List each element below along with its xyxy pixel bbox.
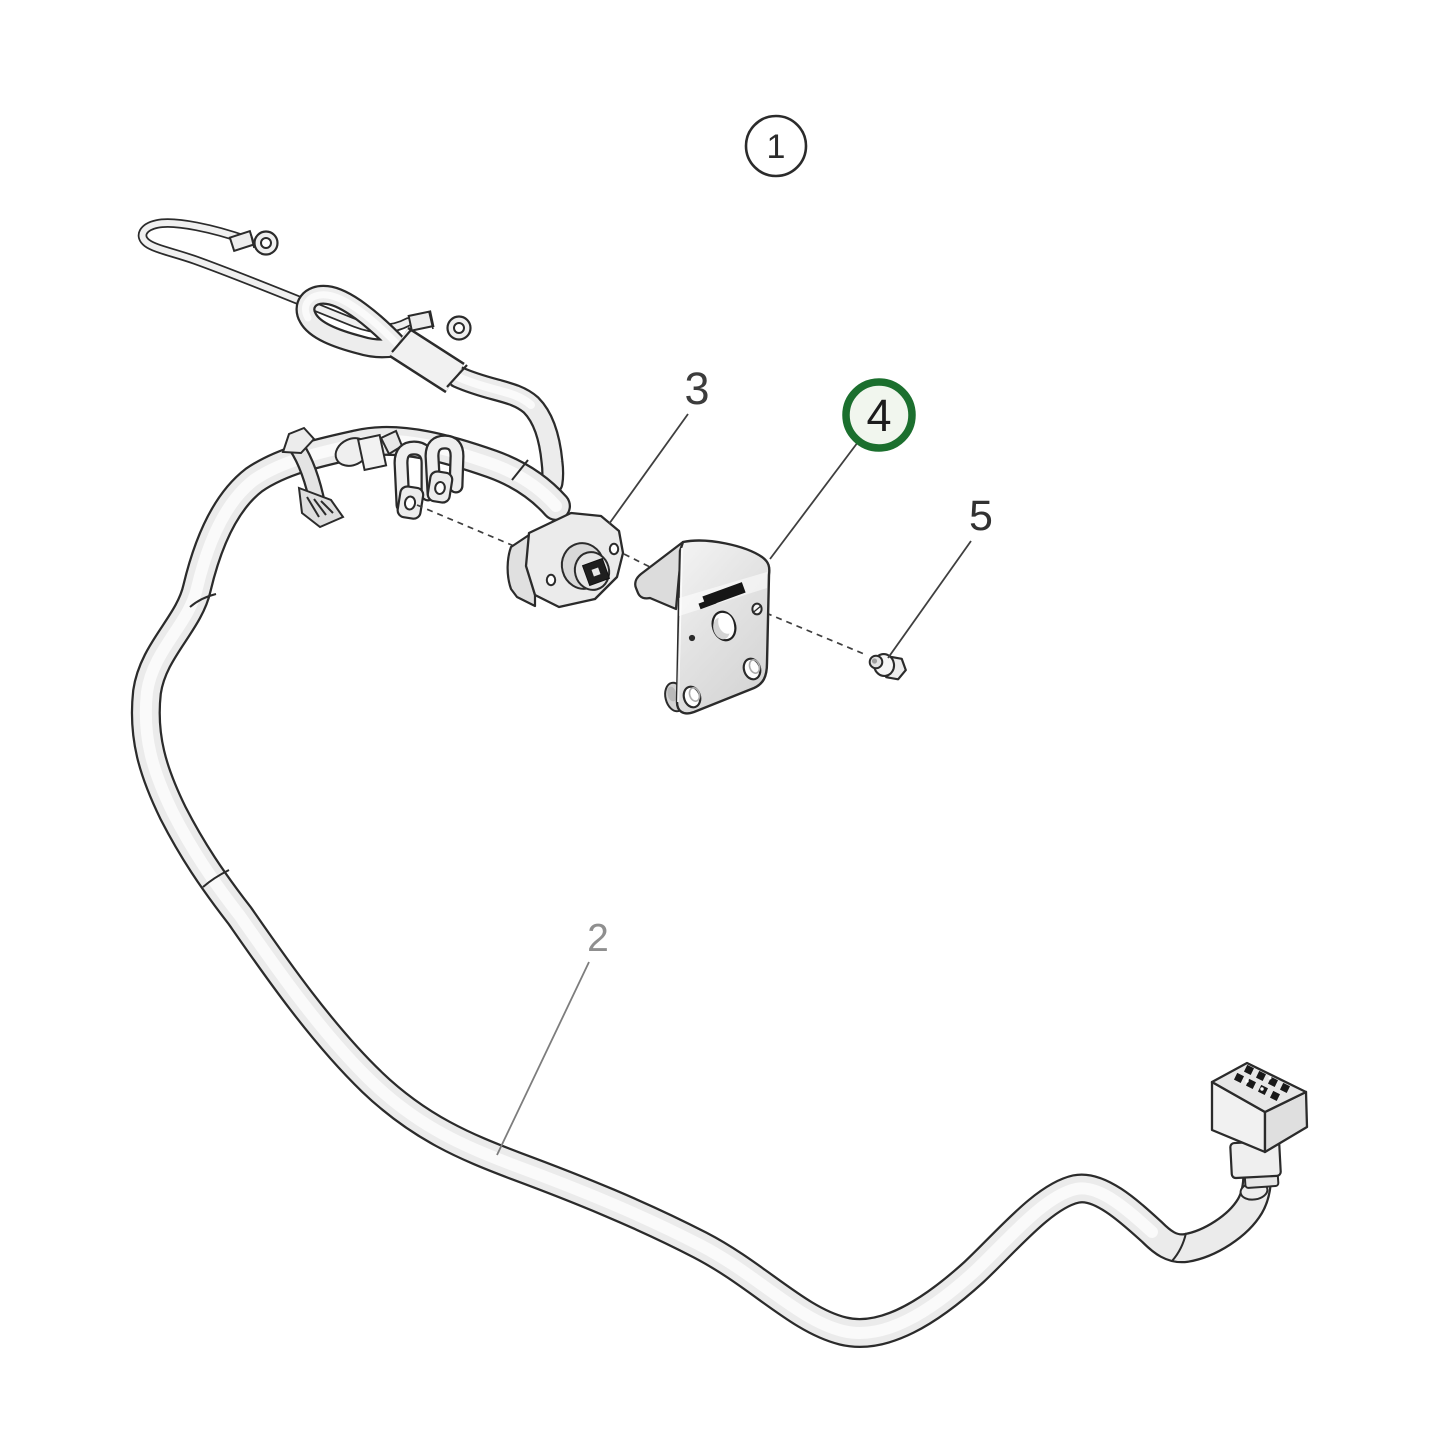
bracket-foot-boss-core <box>667 686 677 702</box>
pin <box>1233 1072 1244 1083</box>
bracket-slot-small <box>698 597 717 610</box>
cable-joint-mark-1 <box>189 593 217 608</box>
dash-connector-to-bracket <box>623 553 651 568</box>
bracket-flange-lip <box>634 540 685 611</box>
service-loop-highlight <box>302 291 402 349</box>
terminal-1-hole <box>260 237 272 249</box>
cable-clamp <box>281 426 345 529</box>
callout-5-leader <box>887 540 972 659</box>
clamp-bolt-wing <box>281 426 316 455</box>
terminal-2-crimp-seam <box>428 311 434 330</box>
ground-wire-fill <box>139 220 411 332</box>
callout-4-highlighted[interactable]: 4 <box>842 378 916 452</box>
callout-1-circle[interactable] <box>744 114 808 178</box>
pin <box>1269 1090 1280 1101</box>
terminal-2-hole <box>453 322 465 334</box>
tab-right-fill <box>426 436 463 499</box>
ring-terminal-2 <box>407 310 472 341</box>
connector-body-depth <box>506 533 537 608</box>
callout-1-label[interactable]: 1 <box>767 128 786 166</box>
connector-hole-bottom <box>545 573 557 587</box>
junction-wrap <box>334 429 404 472</box>
ground-wire <box>137 218 413 334</box>
screw-tip-core <box>871 658 878 664</box>
callout-2-leader <box>496 961 590 1156</box>
ring-terminal-1 <box>228 229 279 256</box>
callout-5[interactable]: 5 <box>969 492 993 540</box>
main-cable <box>130 425 1273 1348</box>
pin <box>1279 1082 1290 1093</box>
bracket-screw-hole-tick-1 <box>752 604 762 614</box>
tab-left-hole <box>403 495 417 511</box>
callout-4-label[interactable]: 4 <box>866 390 891 441</box>
bracket-hole-bottom-left-rim <box>688 687 701 702</box>
sleeve-seam-left <box>391 329 412 353</box>
cable-joint-mark-3 <box>1171 1232 1187 1262</box>
callout-2-label[interactable]: 2 <box>587 917 609 960</box>
callout-4-circle[interactable] <box>842 378 916 452</box>
wrap-segment-2 <box>356 433 388 472</box>
connector-pins <box>1233 1064 1290 1101</box>
cable-joint-mark-4 <box>511 459 529 481</box>
callout-2[interactable]: 2 <box>587 917 609 960</box>
clamp-foot-hatch-2 <box>313 498 327 516</box>
dash-tab-to-connector <box>416 504 515 547</box>
tab-right-hole <box>434 481 446 495</box>
pin <box>1267 1076 1278 1087</box>
dash-bracket-to-screw <box>765 612 865 655</box>
callout-5-label[interactable]: 5 <box>969 492 993 540</box>
connector-top-face <box>1210 1061 1308 1114</box>
main-cable-highlight <box>139 434 1158 1339</box>
bracket-pilot-dot <box>688 634 696 642</box>
pin-highlight <box>1268 1076 1272 1080</box>
harness-branch-cable <box>295 284 565 495</box>
bracket-hole-bottom-right-rim <box>748 659 761 674</box>
connector-block-part3 <box>506 511 625 609</box>
clamp-foot-hatch-1 <box>306 496 320 518</box>
mounting-tabs <box>393 434 465 520</box>
pin-highlight <box>1260 1087 1264 1091</box>
bracket-center-hole-inner <box>718 613 734 634</box>
sleeve-fill <box>390 328 464 392</box>
connector-keyway <box>591 567 601 577</box>
callout-4-leader <box>769 441 859 560</box>
terminal-2-crimp <box>407 310 435 332</box>
screw-part5 <box>868 652 907 681</box>
pin <box>1255 1070 1266 1081</box>
sleeve-seam-right <box>446 364 468 388</box>
pin <box>1243 1064 1254 1075</box>
terminal-1-crimp-seam <box>249 230 255 249</box>
callout-3[interactable]: 3 <box>684 363 709 414</box>
pin-highlight <box>1245 1079 1249 1083</box>
clamp-foot-hatch-3 <box>320 500 334 514</box>
callout-1[interactable]: 1 <box>744 114 808 178</box>
multi-pin-connector <box>1210 1061 1309 1201</box>
callout-3-label[interactable]: 3 <box>684 363 709 414</box>
cable-joint-mark-2 <box>202 869 230 888</box>
bracket-fold-highlight <box>677 547 683 703</box>
assembly-dash-lines <box>416 504 865 655</box>
callout-3-leader <box>608 413 689 525</box>
mounting-bracket-part4 <box>634 539 771 715</box>
connector-hole-top <box>608 542 620 556</box>
branch-cable-highlight <box>454 373 535 409</box>
